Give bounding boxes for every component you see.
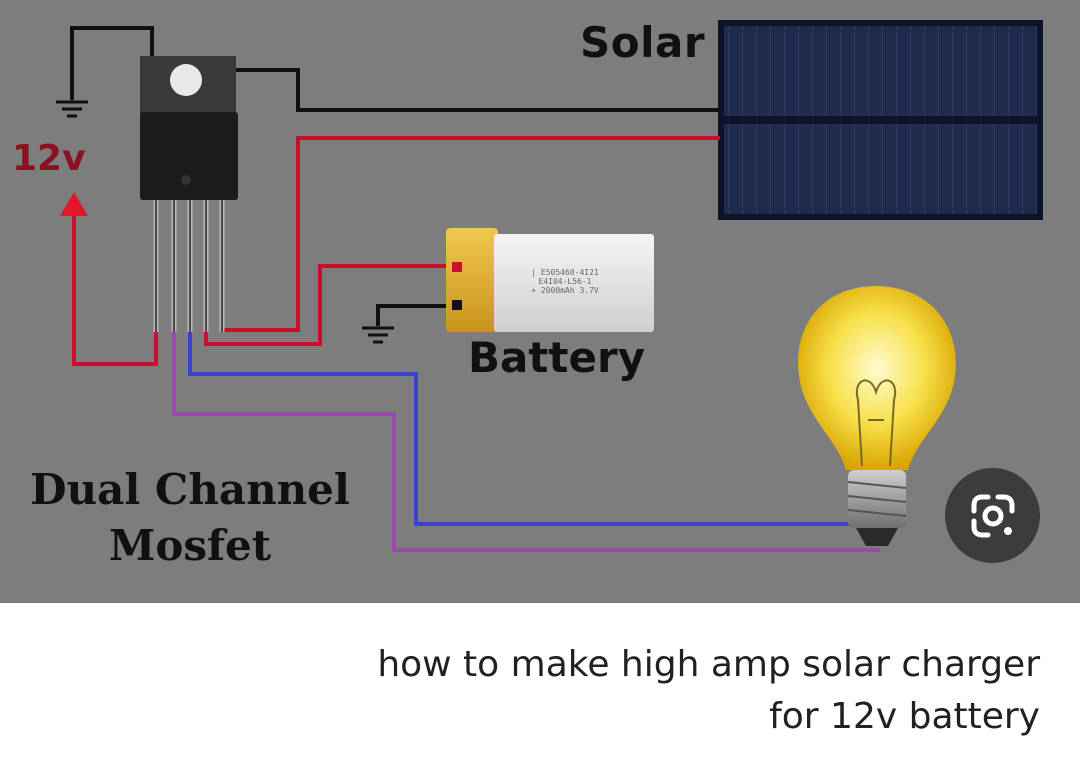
black-wires xyxy=(70,26,720,326)
ground-symbol-left xyxy=(56,100,88,118)
caption-title[interactable]: how to make high amp solar charger for 1… xyxy=(280,639,1040,743)
battery-print: | E505460-4I21 E4I04-L56-1 + 2000mAh 3.7… xyxy=(510,268,620,295)
search-result-image[interactable]: Solar Battery 12v Dual Channel Mosfet | … xyxy=(0,0,1080,603)
caption-line1: how to make high amp solar charger xyxy=(377,644,1040,685)
mosfet-label-line2: Mosfet xyxy=(108,521,272,570)
up-arrow xyxy=(60,192,88,216)
solar-label: Solar xyxy=(580,18,706,67)
red-wires xyxy=(72,136,720,366)
ground-symbol-battery xyxy=(362,326,394,344)
blue-wire xyxy=(188,330,860,526)
image-caption[interactable]: how to make high amp solar charger for 1… xyxy=(0,603,1080,768)
lipo-battery xyxy=(446,228,654,332)
google-lens-icon xyxy=(971,494,1014,537)
voltage-label: 12v xyxy=(12,138,86,179)
purple-wire xyxy=(172,330,880,552)
mosfet-label: Dual Channel Mosfet xyxy=(30,462,350,574)
mosfet-label-line1: Dual Channel xyxy=(30,465,350,514)
circuit-diagram xyxy=(56,20,1043,552)
battery-print-line1: | E505460-4I21 xyxy=(531,268,599,277)
battery-print-line3: + 2000mAh 3.7V xyxy=(531,286,599,295)
solar-panel xyxy=(718,20,1043,220)
battery-print-line2: E4I04-L56-1 xyxy=(538,277,592,286)
battery-label: Battery xyxy=(468,333,646,382)
google-lens-button[interactable] xyxy=(945,468,1040,563)
caption-line2: for 12v battery xyxy=(769,696,1040,737)
light-bulb xyxy=(798,286,956,546)
mosfet-component xyxy=(140,56,238,332)
